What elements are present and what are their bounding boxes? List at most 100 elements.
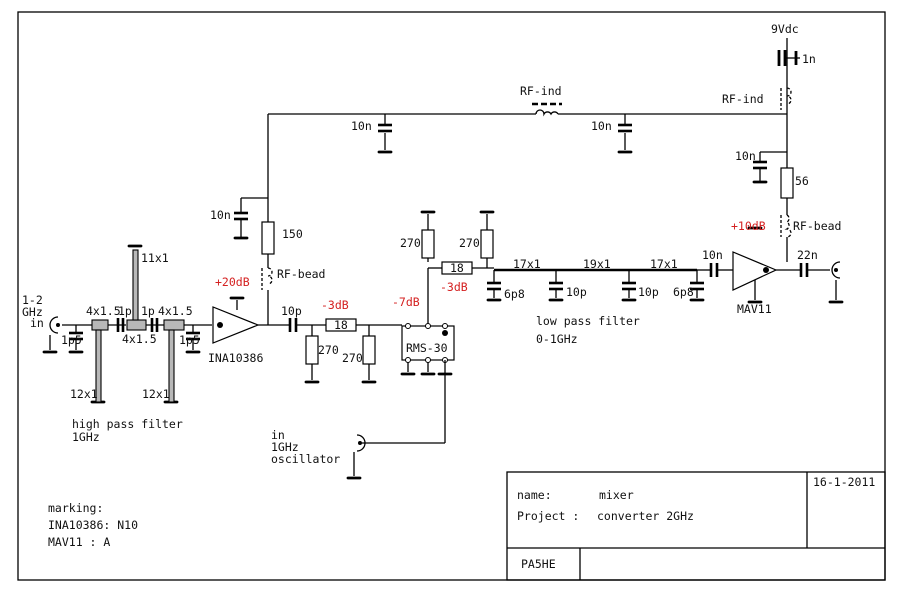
hpf-line-mid <box>126 319 147 331</box>
mav-gain-label: +10dB <box>731 219 766 233</box>
marking-line-1: INA10386: N10 <box>48 518 138 532</box>
hpf-coupling-left-label: 1p <box>118 304 132 318</box>
ina-bias-cap <box>234 211 248 221</box>
rail-rf-inductor-icon <box>532 102 562 117</box>
hpf-stub-top-label: 11x1 <box>141 251 169 265</box>
lpf-line1-label: 17x1 <box>513 257 541 271</box>
rail-cap-b <box>618 123 632 133</box>
mixer-resistor-a <box>421 229 435 259</box>
lpf-line3-label: 17x1 <box>650 257 678 271</box>
mav-bead-label: RF-bead <box>793 219 841 233</box>
component-labels: 1-2 GHz in 1p5 1p5 1p 1p 4x1.5 4x1.5 4x1… <box>22 22 841 549</box>
lpf-cap3-label: 10p <box>638 285 659 299</box>
ina-bias-resistor-label: 150 <box>282 227 303 241</box>
lpf-caption-2: 0-1GHz <box>536 332 578 346</box>
hpf-line-right <box>163 319 185 331</box>
lpf-line2-label: 19x1 <box>583 257 611 271</box>
mav-bias-resistor-label: 56 <box>795 174 809 188</box>
output-connector-icon <box>831 261 841 279</box>
osc-label-2: 1GHz <box>271 440 299 454</box>
lpf-cap4-label: 6p8 <box>673 285 694 299</box>
ina-gain-label: +20dB <box>215 275 250 289</box>
osc-label-1: in <box>271 428 285 442</box>
mav-bias-resistor <box>780 167 794 199</box>
attenuator-series-resistor <box>325 318 357 332</box>
sheet-border <box>17 11 886 581</box>
hpf-stub-right-label: 12x1 <box>142 387 170 401</box>
input-label-3: in <box>30 316 44 330</box>
rail-cap-a-label: 10n <box>351 119 372 133</box>
supply-rf-inductor-icon <box>780 87 792 110</box>
input-label-1: 1-2 <box>22 293 43 307</box>
mav-out-cap-label: 22n <box>797 248 818 262</box>
hpf-stub-bottom-right <box>168 329 175 403</box>
lpf-caps <box>487 281 704 291</box>
hpf-series-cap-left <box>116 318 125 332</box>
rms-30-mixer <box>401 323 455 363</box>
mixer-resistor-b <box>480 229 494 259</box>
ina-output-cap <box>288 318 298 332</box>
hpf-line-mid-label: 4x1.5 <box>122 332 157 346</box>
attenuator-series-label: 18 <box>334 318 348 332</box>
ina-bead-label: RF-bead <box>277 267 325 281</box>
title-author: PA5HE <box>521 557 556 571</box>
ina-bias-cap-label: 10n <box>210 208 231 222</box>
supply-decoupling-cap <box>777 50 787 66</box>
rail-cap-a <box>378 123 392 133</box>
lpf-cap1-label: 6p8 <box>504 287 525 301</box>
mixer-name-label: RMS-30 <box>406 341 448 355</box>
title-project-value: converter 2GHz <box>597 509 694 523</box>
rail-cap-b-label: 10n <box>591 119 612 133</box>
attenuator-loss-label: -3dB <box>321 298 349 312</box>
input-connector-icon <box>49 316 60 334</box>
ina-out-cap-label: 10p <box>281 304 302 318</box>
mav-input-cap <box>709 263 719 277</box>
hpf-series-cap-right <box>150 318 159 332</box>
hpf-stub-bottom-left <box>95 329 102 403</box>
lpf-series-resistor <box>441 261 473 275</box>
hpf-shunt-cap-left <box>69 331 83 341</box>
marking-line-2: MAV11 : A <box>48 535 110 549</box>
ina-rf-bead-icon <box>261 267 273 290</box>
hpf-caption-2: 1GHz <box>72 430 100 444</box>
supply-choke-label: RF-ind <box>722 92 764 106</box>
ina-bias-resistor <box>261 221 275 255</box>
rail-choke-label: RF-ind <box>520 84 562 98</box>
mixer-resistor-a-label: 270 <box>400 236 421 250</box>
hpf-stub-top <box>132 249 139 321</box>
title-name-label: name: <box>517 488 552 502</box>
attenuator-shunt-left <box>305 335 319 365</box>
hpf-line-left <box>91 319 109 331</box>
ground-symbols <box>42 150 844 480</box>
hpf-cap-right-label: 1p5 <box>179 333 200 347</box>
attenuator-shunt-right <box>362 335 376 365</box>
ina-name-label: INA10386 <box>208 351 263 365</box>
mav-rf-bead-icon <box>780 214 792 238</box>
osc-label-3: oscillator <box>271 452 340 466</box>
lpf-cap2-label: 10p <box>566 285 587 299</box>
oscillator-connector-icon <box>356 434 366 452</box>
hpf-coupling-right-label: 1p <box>141 304 155 318</box>
mixer-loss-label: -7dB <box>392 295 420 309</box>
input-label-2: GHz <box>22 305 43 319</box>
mav-output-cap <box>799 263 809 277</box>
title-name-value: mixer <box>599 488 634 502</box>
lpf-series-label: 18 <box>450 261 464 275</box>
hpf-caption-1: high pass filter <box>72 417 183 431</box>
mav-in-cap-label: 10n <box>702 248 723 262</box>
attenuator-shunt-right-label: 270 <box>342 351 363 365</box>
hpf-stub-left-label: 12x1 <box>70 387 98 401</box>
wiring <box>49 38 837 476</box>
title-block: 16-1-2011 name: mixer Project : converte… <box>506 471 886 581</box>
lpf-caption-1: low pass filter <box>536 314 640 328</box>
hpf-line-left-label: 4x1.5 <box>86 304 121 318</box>
supply-cap-label: 1n <box>802 52 816 66</box>
ina10386-amplifier-icon <box>212 306 260 344</box>
hpf-line-right-label: 4x1.5 <box>158 304 193 318</box>
title-date: 16-1-2011 <box>813 475 875 489</box>
title-project-label: Project : <box>517 509 579 523</box>
mixer-resistor-b-label: 270 <box>459 236 480 250</box>
attenuator-shunt-left-label: 270 <box>318 343 339 357</box>
